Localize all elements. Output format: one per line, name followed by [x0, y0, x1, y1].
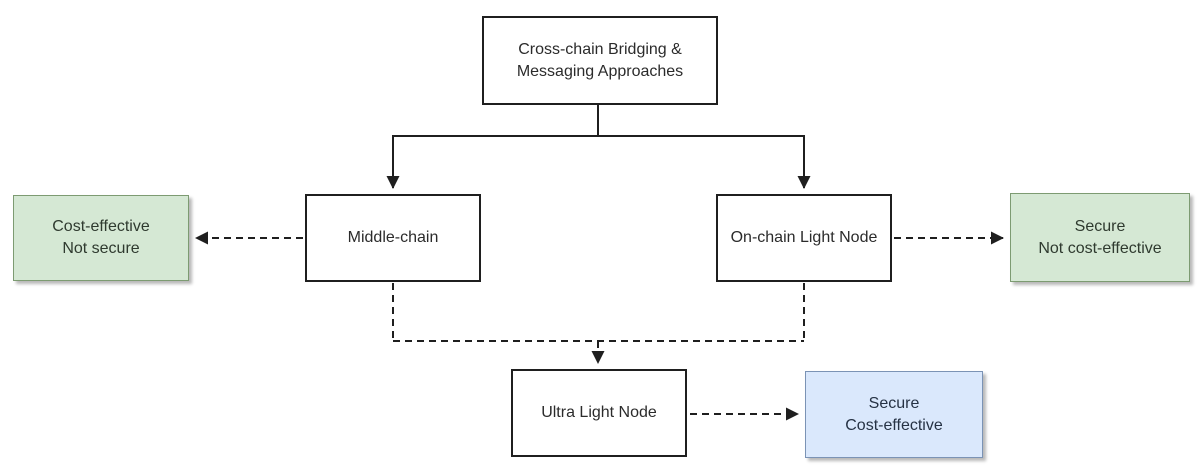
node-ultra-light-node: Ultra Light Node: [511, 369, 687, 457]
node-cost-effective-not-secure-line2: Not secure: [62, 240, 140, 257]
node-secure-not-cost-effective-line1: Secure: [1074, 217, 1126, 235]
node-secure-cost-effective-line2: Cost-effective: [845, 416, 943, 434]
node-cost-effective-not-secure-line1: Cost-effective: [52, 218, 150, 236]
node-ultra-light-node-label: Ultra Light Node: [541, 404, 657, 422]
node-root-label-line1: Cross-chain Bridging &: [518, 40, 682, 58]
node-middle-chain: Middle-chain: [305, 194, 481, 282]
node-secure-not-cost-effective-line2: Not cost-effective: [1038, 239, 1162, 257]
node-secure-cost-effective: Secure Cost-effective: [805, 371, 983, 458]
node-root-label-line2: Messaging Approaches: [516, 62, 684, 80]
node-cost-effective-not-secure: Cost-effective Not secure: [13, 195, 189, 281]
node-middle-chain-label: Middle-chain: [347, 229, 439, 247]
node-onchain-light-node: On-chain Light Node: [716, 194, 892, 282]
node-secure-cost-effective-line1: Secure: [868, 394, 920, 412]
node-root: Cross-chain Bridging & Messaging Approac…: [482, 16, 718, 105]
node-onchain-light-node-label: On-chain Light Node: [730, 229, 878, 247]
node-secure-not-cost-effective: Secure Not cost-effective: [1010, 193, 1190, 282]
